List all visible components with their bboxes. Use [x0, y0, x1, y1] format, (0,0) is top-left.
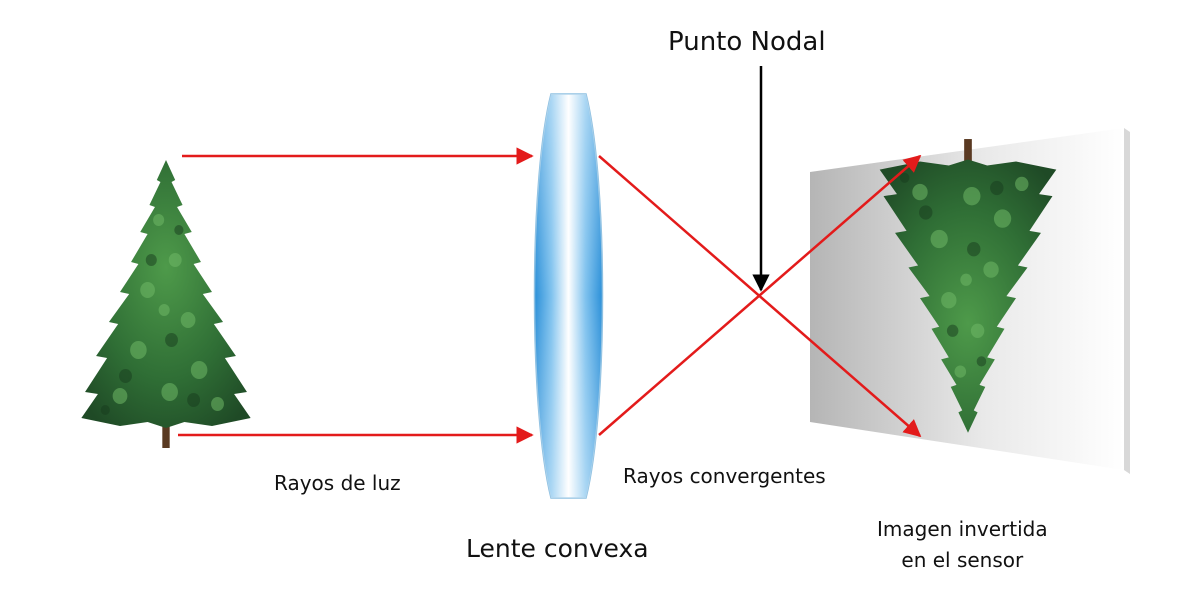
- inverted-image-label-line1: Imagen invertida: [877, 517, 1048, 541]
- nodal-point-label: Punto Nodal: [668, 27, 826, 57]
- inverted-image-label-line2: en el sensor: [901, 548, 1024, 572]
- convex-lens: [533, 93, 604, 499]
- inverted-image-label: Imagen invertida en el sensor: [877, 514, 1048, 576]
- tree-icon: [81, 160, 251, 448]
- light-rays-label: Rayos de luz: [274, 471, 401, 495]
- converging-ray-up: [598, 154, 922, 436]
- converging-rays-label: Rayos convergentes: [623, 464, 826, 488]
- convex-lens-label: Lente convexa: [466, 534, 649, 563]
